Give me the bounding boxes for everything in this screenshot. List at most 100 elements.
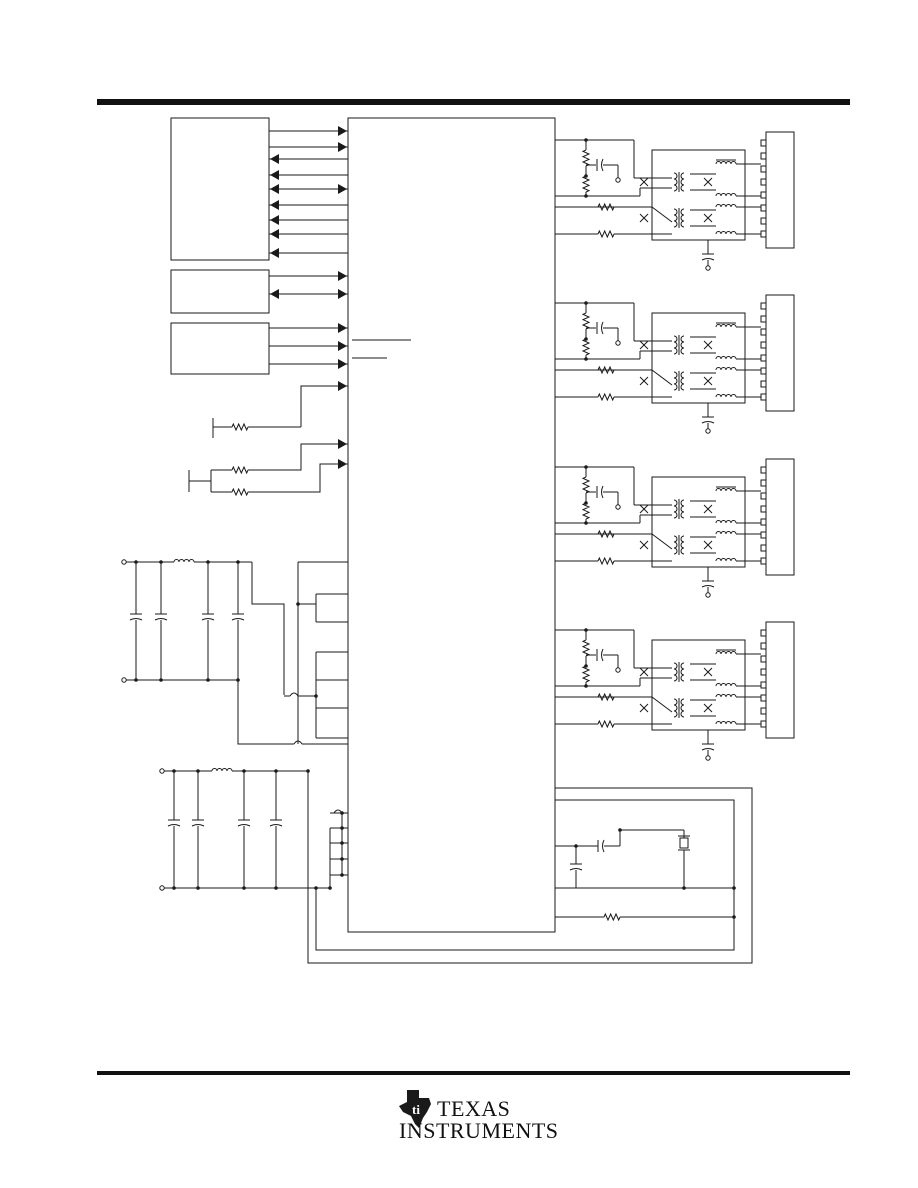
junction-dot <box>340 841 344 845</box>
magnetics-module <box>651 639 746 731</box>
terminal-icon <box>705 592 711 598</box>
brand-texas: TEXAS <box>437 1096 511 1121</box>
inductor-icon <box>715 231 737 235</box>
arrow-right-icon <box>338 323 347 333</box>
inductor-icon <box>715 694 737 698</box>
inductor-icon <box>173 559 195 563</box>
transformer-coil <box>680 371 685 391</box>
inductor-icon <box>715 193 737 197</box>
connector-pin <box>760 707 767 715</box>
connector-pin <box>760 139 767 147</box>
bottom-rule <box>97 1071 850 1075</box>
arrow-left-icon <box>270 154 279 164</box>
junction-dot <box>584 138 588 142</box>
port-network-4 <box>639 621 795 739</box>
capacitor-icon <box>129 618 143 621</box>
common-mode-mark <box>639 540 649 550</box>
junction-dot <box>584 174 588 178</box>
connector-pin <box>760 367 767 375</box>
resistor-icon <box>581 502 591 520</box>
wire <box>248 443 348 471</box>
arrow-left-icon <box>270 170 279 180</box>
junction-dot <box>584 501 588 505</box>
controller-ic <box>347 117 556 933</box>
common-mode-mark <box>703 376 713 386</box>
resistor-icon <box>597 529 615 539</box>
wire <box>300 385 348 427</box>
resistor-icon <box>597 719 615 729</box>
connector-pin <box>760 629 767 637</box>
resistor-icon <box>581 149 591 167</box>
rj45-connector <box>765 131 795 249</box>
transformer-coil <box>680 499 685 519</box>
junction-dot <box>159 678 163 682</box>
arrow-left-icon <box>270 248 279 258</box>
arrow-right-icon <box>338 359 347 369</box>
wire <box>248 463 348 493</box>
junction-dot <box>584 301 588 305</box>
connector-pin <box>760 668 767 676</box>
junction-dot <box>236 678 240 682</box>
terminal-icon <box>615 177 621 183</box>
capacitor-icon <box>191 824 205 827</box>
common-mode-mark <box>703 540 713 550</box>
connector-pin <box>760 655 767 663</box>
junction-dot <box>196 769 200 773</box>
terminal-icon <box>159 768 165 774</box>
connector-pin <box>760 178 767 186</box>
junction-dot <box>340 811 344 815</box>
resistor-icon <box>597 365 615 375</box>
crystal-icon <box>679 837 689 849</box>
transformer-coil <box>673 371 678 391</box>
arrow-right-icon <box>338 341 347 351</box>
junction-dot <box>159 560 163 564</box>
common-mode-mark <box>639 340 649 350</box>
capacitor-icon <box>601 485 604 499</box>
inductor-icon <box>715 651 737 655</box>
common-mode-mark <box>639 177 649 187</box>
connector-pin <box>760 492 767 500</box>
junction-dot <box>242 769 246 773</box>
capacitor-icon <box>701 585 715 588</box>
capacitor-icon <box>701 421 715 424</box>
junction-dot <box>328 886 332 890</box>
wire <box>307 771 753 964</box>
resistor-icon <box>597 392 615 402</box>
junction-dot <box>134 560 138 564</box>
resistor-icon <box>603 912 621 922</box>
transformer-coil <box>680 698 685 718</box>
junction-dot <box>172 769 176 773</box>
port-network-3 <box>639 458 795 576</box>
resistor-icon <box>581 312 591 330</box>
capacitor-icon <box>601 321 604 335</box>
transformer-coil <box>673 698 678 718</box>
terminal-icon <box>159 885 165 891</box>
rj45-connector <box>765 294 795 412</box>
wire-crossover <box>289 692 299 697</box>
connector-pin <box>760 557 767 565</box>
connector-pin <box>760 204 767 212</box>
inductor-icon <box>715 558 737 562</box>
connector-pin <box>760 681 767 689</box>
resistor-icon <box>597 556 615 566</box>
brand-instruments: INSTRUMENTS <box>399 1118 559 1143</box>
resistor-icon <box>231 487 249 497</box>
transformer-coil <box>673 535 678 555</box>
wire-crossover <box>293 740 303 745</box>
capacitor-icon <box>601 648 604 662</box>
terminal-icon <box>705 428 711 434</box>
junction-dot <box>274 769 278 773</box>
common-mode-mark <box>703 213 713 223</box>
common-mode-mark <box>703 703 713 713</box>
arrow-left-icon <box>270 200 279 210</box>
transformer-coil <box>680 535 685 555</box>
terminal-icon <box>121 559 127 565</box>
rj45-connector <box>765 621 795 739</box>
inductor-icon <box>715 367 737 371</box>
inductor-icon <box>715 683 737 687</box>
wire <box>651 533 673 550</box>
terminal-icon <box>705 755 711 761</box>
terminal-icon <box>615 504 621 510</box>
arrow-right-icon <box>338 289 347 299</box>
capacitor-icon <box>201 618 215 621</box>
